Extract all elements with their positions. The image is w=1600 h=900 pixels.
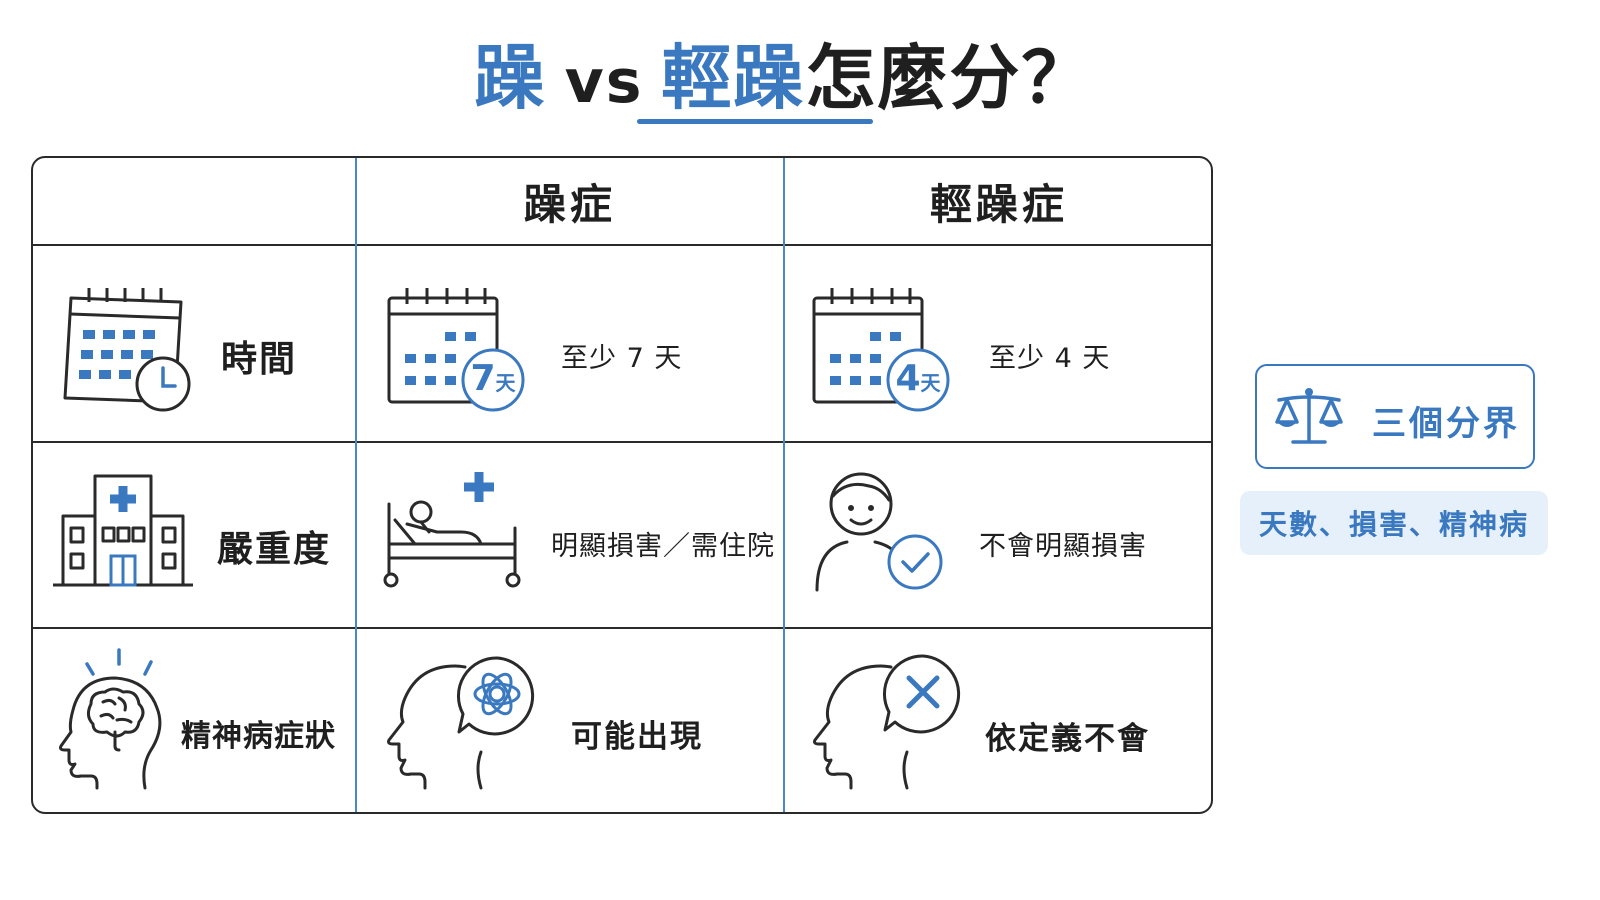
hypomania-days-badge: 4天 xyxy=(890,358,946,399)
brain-head-icon xyxy=(59,648,162,790)
header-divider xyxy=(33,244,1211,246)
head-x-bubble-icon xyxy=(813,654,961,790)
title-underline xyxy=(637,119,873,124)
row-divider-1 xyxy=(33,441,1211,443)
row-divider-2 xyxy=(33,627,1211,629)
key-distinctions-box: 三個分界 xyxy=(1255,364,1535,469)
mania-time-text: 至少 7 天 xyxy=(561,343,683,374)
calendar-icon xyxy=(387,288,525,412)
key-distinctions-label: 三個分界 xyxy=(1372,404,1520,444)
hypomania-time-text: 至少 4 天 xyxy=(989,343,1111,374)
title-hypomania: 輕躁 xyxy=(661,37,806,119)
title-vs: vs xyxy=(564,47,644,117)
calendar-clock-icon xyxy=(63,288,191,412)
mania-badge-unit: 天 xyxy=(495,371,516,395)
mania-psychosis-text: 可能出現 xyxy=(571,719,703,755)
header-mania: 躁症 xyxy=(523,179,616,229)
title-mania: 躁 xyxy=(474,37,547,119)
mania-severity-text: 明顯損害／需住院 xyxy=(551,531,775,562)
person-check-icon xyxy=(815,472,943,592)
row-label-psychosis: 精神病症狀 xyxy=(181,719,336,754)
row-label-time: 時間 xyxy=(221,339,298,380)
key-distinctions-note: 天數、損害、精神病 xyxy=(1240,491,1548,555)
hypomania-badge-number: 4 xyxy=(895,358,921,399)
hypomania-badge-unit: 天 xyxy=(920,371,941,395)
mania-days-badge: 7天 xyxy=(465,358,521,399)
row-label-severity: 嚴重度 xyxy=(217,529,332,570)
hospital-icon xyxy=(53,474,193,587)
header-hypomania: 輕躁症 xyxy=(929,179,1068,229)
hypomania-severity-text: 不會明顯損害 xyxy=(979,531,1147,562)
col-divider-2 xyxy=(783,158,785,812)
patient-bed-icon xyxy=(383,472,521,588)
mania-badge-number: 7 xyxy=(470,358,496,399)
col-divider-1 xyxy=(355,158,357,812)
head-swirl-bubble-icon xyxy=(387,656,535,790)
scale-icon xyxy=(1275,388,1343,444)
calendar-icon xyxy=(812,288,950,412)
comparison-table: 躁症 輕躁症 時間 xyxy=(31,156,1213,814)
header-empty xyxy=(33,158,355,244)
hypomania-psychosis-text: 依定義不會 xyxy=(985,721,1150,757)
title-question: 怎麼分？ xyxy=(805,37,1094,119)
